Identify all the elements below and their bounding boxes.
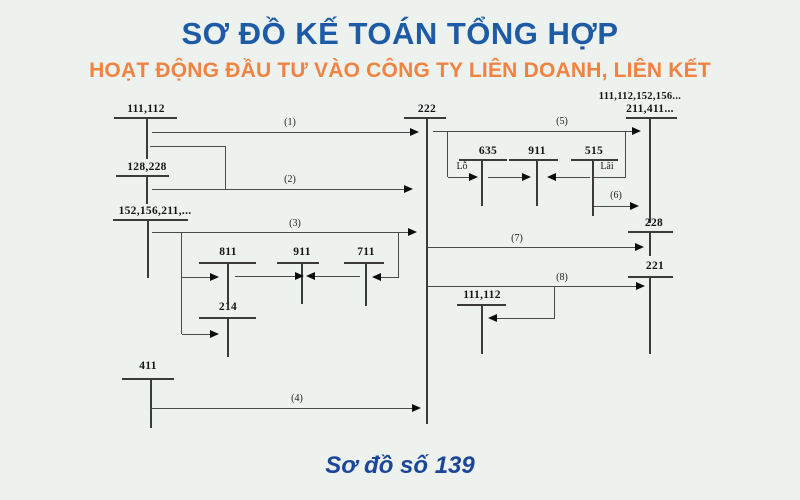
account-211411-bar [626,117,677,119]
flow-6-line [594,206,630,207]
flow-8-arrowhead-icon [636,282,645,290]
connector-111112-horizontal [150,146,226,147]
account-111112-top-stem [146,117,148,159]
flow-1-label: (1) [284,117,296,128]
account-211411-stem [649,117,651,223]
account-711-bar [344,262,384,264]
arrow-711-to-911-arrowhead-icon [306,272,315,280]
account-911-left-label: 911 [293,246,311,258]
account-711-label: 711 [357,246,375,258]
account-128228-stem [146,175,148,204]
branch-to-811-line [182,277,210,278]
account-911-right-bar [509,159,558,161]
account-214-label: 214 [218,301,238,313]
flow-2-label: (2) [284,174,296,185]
account-221-label: 221 [645,260,665,272]
branch-to-111112-line [497,318,555,319]
account-211411-group-label: 111,112,152,156... [598,91,682,102]
flow-1-arrowhead-icon [410,128,419,136]
flow-4-label: (4) [291,393,303,404]
account-411-label: 411 [139,360,157,372]
loss-branch-arrowhead-icon [469,173,478,181]
account-411-bar [122,378,174,380]
arrow-515-to-911-line [556,177,590,178]
gain-path-vertical [625,131,626,177]
loss-branch-vertical [447,131,448,177]
account-228-stem [649,231,651,256]
flow-3-label: (3) [289,218,301,229]
account-811-label: 811 [219,246,237,258]
account-635-stem [481,159,483,206]
account-152156211-stem [147,219,149,278]
flow-1-line [152,132,410,133]
flow-8-label: (8) [556,272,568,283]
account-515-stem [592,159,594,216]
branch-to-811-214-vertical [181,232,182,334]
loss-label: Lỗ [456,161,468,172]
flow-2-line [152,189,404,190]
flow-3-line [152,232,408,233]
branch-to-111112-vertical [554,286,555,318]
account-911-left-stem [301,262,303,304]
account-152156211-label: 152,156,211,... [118,205,192,217]
branch-to-111112-arrowhead-icon [488,314,497,322]
account-911-right-label: 911 [528,145,546,157]
account-222-bar [404,117,446,119]
branch-to-214-arrowhead-icon [210,330,219,338]
flow-6-arrowhead-icon [630,202,639,210]
flow-7-arrowhead-icon [635,243,644,251]
diagram-number-caption: Sơ đồ số 139 [325,452,475,479]
arrow-811-to-911-line [235,276,295,277]
branch-to-711-vertical [398,232,399,277]
flow-5-label: (5) [556,116,568,127]
account-111112-bottom-label: 111,112 [463,289,501,301]
flow-2-arrowhead-icon [404,185,413,193]
gain-path-line [593,177,626,178]
flow-5-line [433,131,632,132]
account-111112-top-label: 111,112 [127,103,165,115]
flow-5-arrowhead-icon [632,127,641,135]
flow-7-line [428,247,635,248]
account-635-bar [459,159,507,161]
account-211411-label: 211,411... [626,103,674,115]
branch-to-214-line [182,334,210,335]
account-228-label: 228 [644,217,664,229]
account-811-stem [227,262,229,303]
branch-to-811-arrowhead-icon [210,273,219,281]
account-515-label: 515 [584,145,604,157]
flow-7-label: (7) [511,233,523,244]
flow-4-arrowhead-icon [412,404,421,412]
gain-label: Lãi [600,161,614,172]
account-911-right-stem [536,159,538,206]
flow-6-label: (6) [610,190,622,201]
account-111112-top-bar [114,117,177,119]
account-911-left-bar [277,262,319,264]
account-128228-label: 128,228 [127,161,167,173]
page-subtitle: HOẠT ĐỘNG ĐẦU TƯ VÀO CÔNG TY LIÊN DOANH,… [89,59,711,82]
loss-branch-line [448,177,469,178]
account-128228-bar [116,175,169,177]
flow-4-line [151,408,412,409]
account-411-stem [150,378,152,428]
flow-8-line [428,286,636,287]
arrow-811-to-911-arrowhead-icon [295,272,304,280]
account-222-stem [426,117,428,424]
flow-3-arrowhead-icon [408,228,417,236]
account-111112-bottom-stem [481,304,483,354]
account-711-stem [365,262,367,306]
arrow-635-to-911-line [488,177,522,178]
account-214-stem [227,317,229,357]
arrow-711-to-911-line [315,276,360,277]
branch-to-711-arrowhead-icon [372,273,381,281]
account-152156211-bar [113,219,188,221]
account-635-label: 635 [478,145,498,157]
account-222-label: 222 [417,103,437,115]
connector-111112-vertical [225,146,226,189]
arrow-635-to-911-arrowhead-icon [522,173,531,181]
branch-to-711-line [381,277,399,278]
arrow-515-to-911-arrowhead-icon [547,173,556,181]
account-515-bar [571,159,618,161]
account-221-stem [649,276,651,354]
page-title: SƠ ĐỒ KẾ TOÁN TỔNG HỢP [181,16,619,51]
